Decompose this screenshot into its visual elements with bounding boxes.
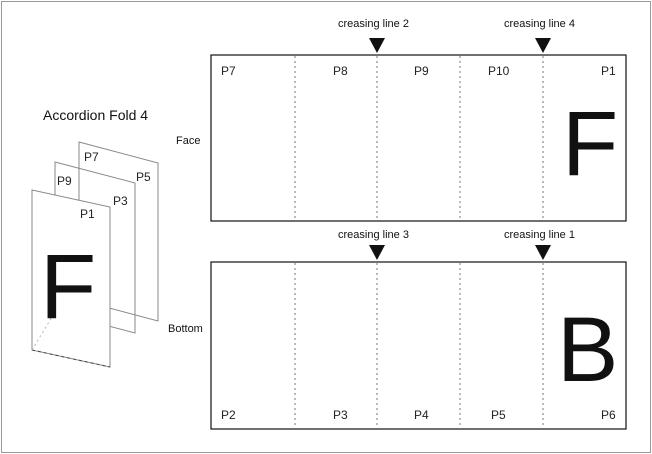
folded-label-p5: P5 [136,170,151,184]
crease-label-1: creasing line 1 [504,229,575,241]
crease-marker-2 [369,38,385,53]
bottom-panel-p4: P4 [414,408,429,422]
face-panel-p7: P7 [221,64,236,78]
bottom-big-letter: B [557,299,618,401]
face-big-letter: F [562,93,618,195]
face-panel-p8: P8 [333,64,348,78]
face-panel-p1: P1 [601,64,616,78]
folded-label-p7: P7 [84,150,99,164]
face-panel-p10: P10 [488,64,510,78]
bottom-panel-p2: P2 [221,408,236,422]
bottom-panel-p3: P3 [333,408,348,422]
bottom-label: Bottom [168,323,203,335]
diagram-title: Accordion Fold 4 [43,107,148,123]
bottom-panel-p5: P5 [491,408,506,422]
face-panel-p9: P9 [414,64,429,78]
folded-label-p3: P3 [113,194,128,208]
folded-illustration [31,141,159,368]
folded-label-p1: P1 [80,207,95,221]
folded-bottom-edge [31,349,111,368]
crease-label-4: creasing line 4 [504,18,575,30]
bottom-sheet [210,261,627,430]
crease-marker-3 [369,245,385,260]
crease-label-3: creasing line 3 [338,229,409,241]
folded-big-letter: F [40,236,96,338]
crease-label-2: creasing line 2 [338,18,409,30]
face-fold-lines [294,56,544,220]
crease-marker-4 [535,38,551,53]
face-label: Face [176,135,200,147]
bottom-panel-p6: P6 [601,408,616,422]
face-sheet [210,54,627,222]
crease-marker-1 [535,245,551,260]
folded-label-p9: P9 [57,174,72,188]
